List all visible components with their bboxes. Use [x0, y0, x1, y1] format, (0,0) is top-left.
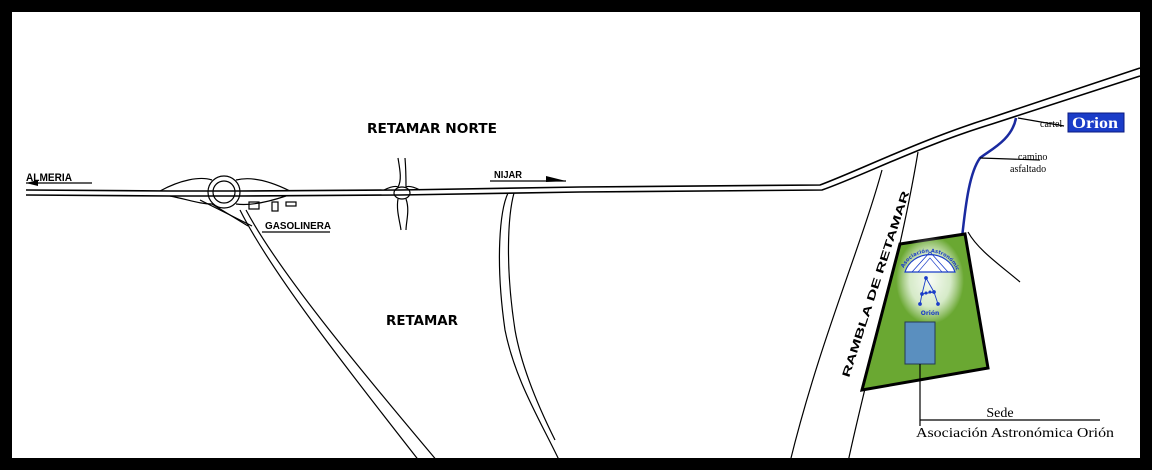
logo-glow: [896, 236, 964, 324]
sede-building: [904, 321, 936, 365]
almeria-arrow: [26, 180, 92, 186]
south-track-edge: [507, 192, 556, 441]
label-camino: camino: [1018, 152, 1047, 163]
label-retamar-norte: RETAMAR NORTE: [367, 122, 497, 137]
sede-pointer: [919, 364, 1100, 426]
east-interchange: [383, 157, 421, 231]
paved-path: [960, 117, 1018, 239]
logo-name: Orión: [921, 310, 940, 317]
main-highway: [25, 67, 1141, 197]
label-cartel: cartel: [1040, 119, 1062, 130]
label-nijar: NIJAR: [494, 170, 523, 181]
label-sede: Sede: [986, 406, 1013, 421]
nijar-arrow: [490, 176, 566, 182]
south-track: [498, 192, 561, 463]
label-asociacion: Asociación Astronómica Orión: [916, 426, 1114, 441]
map-background: [12, 12, 1140, 458]
cartel-pointer: [1017, 117, 1065, 127]
label-almeria: ALMERIA: [26, 172, 72, 184]
label-asfaltado: asfaltado: [1010, 164, 1046, 175]
west-roundabout: [159, 175, 291, 227]
label-gasolinera: GASOLINERA: [265, 221, 331, 232]
access-track: [967, 231, 1021, 283]
orion-sign: Orion: [1067, 112, 1125, 133]
orion-sign-text: Orion: [1072, 115, 1118, 132]
camino-pointer: [979, 157, 1041, 161]
southwest-road: [239, 209, 439, 463]
label-retamar: RETAMAR: [386, 314, 458, 329]
gas-station-buildings: [248, 201, 297, 212]
